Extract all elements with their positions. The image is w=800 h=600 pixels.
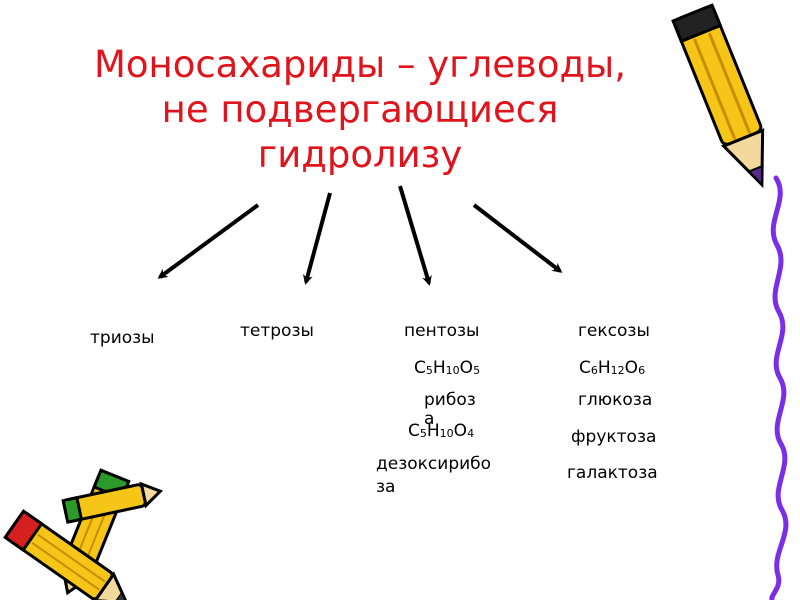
formula-index-h: 12 [610,364,625,377]
title-line-2: не подвергающиеся [161,88,559,131]
ribose-name-line-2: а [424,409,435,429]
hexose-glucose: глюкоза [578,390,653,410]
title-line-3: гидролизу [257,133,463,176]
category-tetroses: тетрозы [240,321,314,341]
formula-element-h: H [597,358,611,378]
hexose-galactose: галактоза [567,463,658,483]
arrow-trioses [157,203,260,279]
formula-element-o: O [459,358,474,378]
formula-element-o: O [624,358,639,378]
category-trioses: триозы [90,328,155,348]
formula-index-h: 10 [445,364,460,377]
deoxyribose-name-line-2: за [376,477,396,497]
formula-element-h: H [426,421,440,441]
category-hexoses: гексозы [578,321,650,341]
title-line-1: Моносахариды – углеводы, [93,43,627,86]
arrow-pentoses [398,185,432,286]
deoxyribose-formula: C5H10O4 [408,421,474,441]
formula-index-c: 5 [425,364,433,377]
formula-element-o: O [453,421,468,441]
category-pentoses: пентозы [404,321,480,341]
hexose-fructose: фруктоза [571,427,657,447]
ribose-formula: C5H10O5 [414,358,480,378]
slide-title: Моносахариды – углеводы, не подвергающие… [40,42,680,177]
formula-element-h: H [432,358,446,378]
formula-index-o: 6 [638,364,646,377]
hexose-formula: C6H12O6 [579,358,645,378]
arrow-hexoses [472,203,563,273]
ribose-name-line-1: рибоз [424,390,476,410]
formula-index-h: 10 [439,427,454,440]
formula-element-c: C [579,358,591,378]
formula-index-c: 6 [590,364,598,377]
formula-element-c: C [414,358,426,378]
formula-index-o: 4 [467,427,475,440]
deoxyribose-name-line-1: дезоксирибо [376,454,492,474]
formula-index-c: 5 [419,427,427,440]
arrow-tetroses [302,192,332,285]
formula-index-o: 5 [473,364,481,377]
formula-element-c: C [408,421,420,441]
